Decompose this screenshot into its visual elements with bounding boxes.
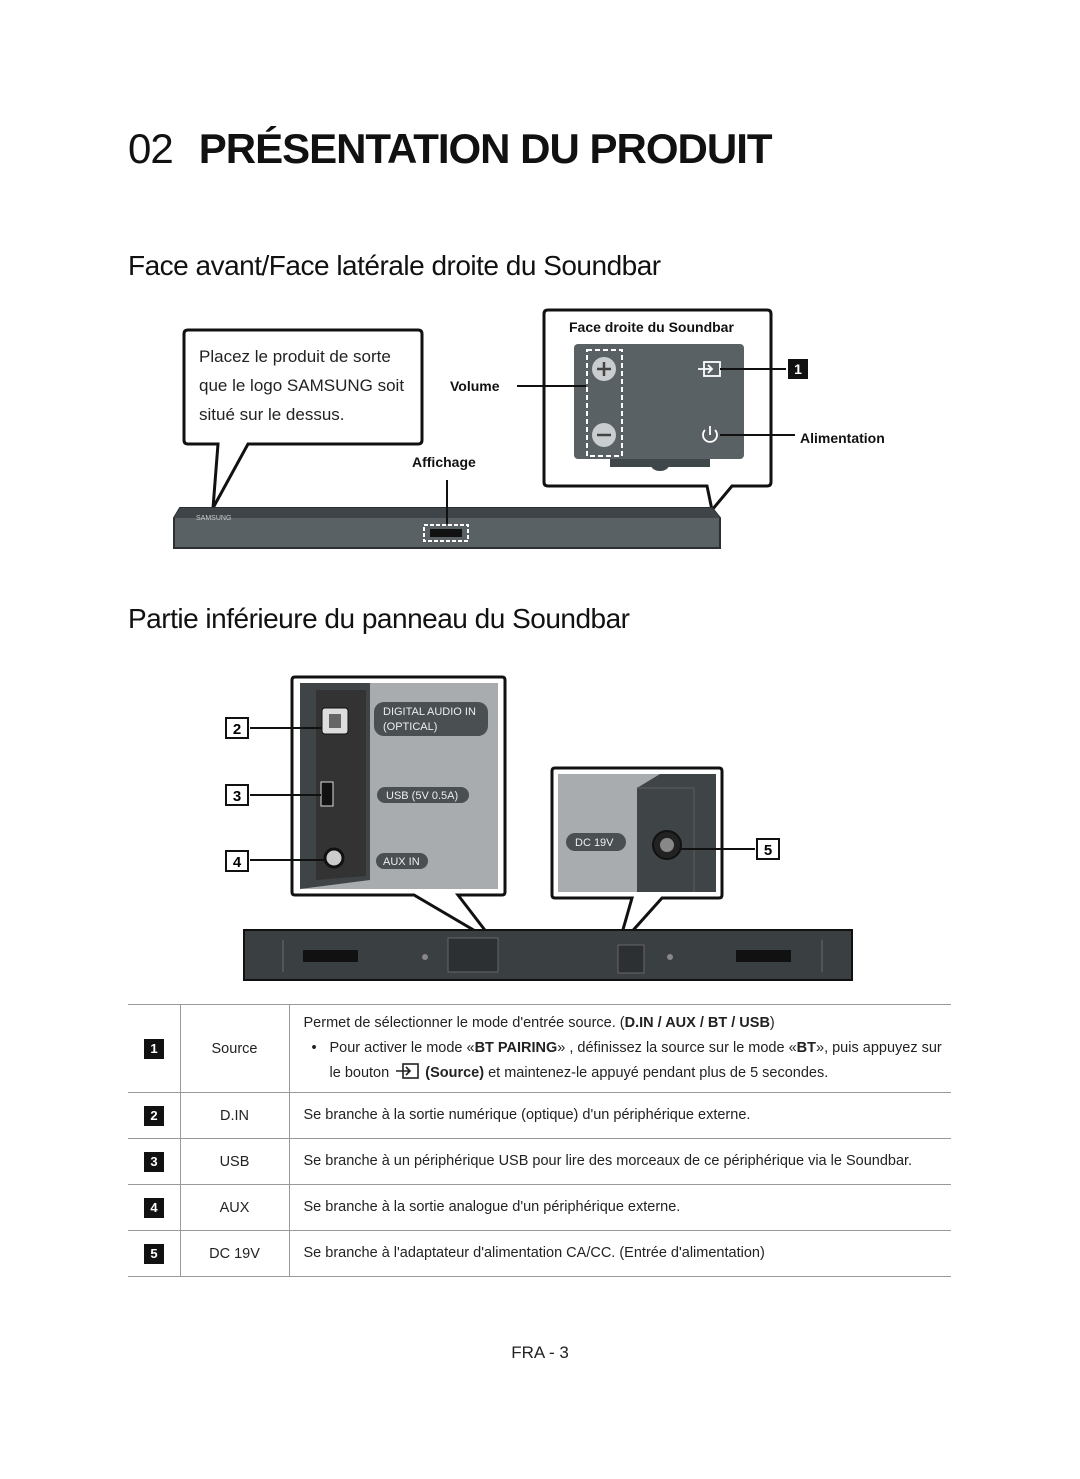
row-desc: Se branche à la sortie analogue d'un pér…: [289, 1184, 951, 1231]
row-desc: Se branche à l'adaptateur d'alimentation…: [289, 1230, 951, 1277]
row-name: Source: [180, 1004, 290, 1093]
svg-text:4: 4: [233, 854, 242, 871]
usb-label-badge: [377, 787, 469, 803]
label-alimentation: Alimentation: [800, 430, 885, 446]
row-number: 4: [144, 1197, 164, 1218]
marker-3: 3: [225, 784, 249, 806]
samsung-logo: SAMSUNG: [196, 515, 231, 522]
display-window: [430, 529, 462, 537]
section-title-bottom: Partie inférieure du panneau du Soundbar: [128, 603, 630, 634]
svg-text:AUX IN: AUX IN: [383, 856, 420, 868]
svg-text:DIGITAL AUDIO IN: DIGITAL AUDIO IN: [383, 706, 476, 718]
marker-1: [788, 359, 808, 379]
row-number: 2: [144, 1105, 164, 1126]
row-desc: Se branche à la sortie numérique (optiqu…: [289, 1092, 951, 1139]
marker-2: 2: [225, 717, 249, 739]
power-icon: [702, 426, 718, 443]
row-name: DC 19V: [180, 1230, 290, 1277]
svg-text:DC 19V: DC 19V: [575, 837, 614, 849]
label-affichage: Affichage: [412, 454, 476, 470]
table-row: 5 DC 19V Se branche à l'adaptateur d'ali…: [128, 1230, 951, 1277]
side-panel-title: Face droite du Soundbar: [569, 319, 734, 335]
display-highlight: [423, 524, 469, 542]
dc-label-badge: [566, 833, 626, 851]
label-volume: Volume: [450, 378, 500, 394]
marker-5: 5: [756, 838, 780, 860]
side-panel: [574, 344, 744, 459]
svg-text:2: 2: [233, 721, 241, 738]
aux-port-icon: [323, 847, 345, 869]
row-desc: Se branche à un périphérique USB pour li…: [289, 1138, 951, 1185]
front-diagram: 1 SAMSUNG: [173, 308, 808, 549]
chapter-title-text: PRÉSENTATION DU PRODUIT: [198, 125, 773, 172]
callout-bubble: [182, 328, 424, 509]
section-title-front: Face avant/Face latérale droite du Sound…: [128, 250, 661, 281]
svg-text:5: 5: [764, 842, 772, 859]
chapter-number: 02: [128, 125, 174, 172]
svg-text:USB (5V 0.5A): USB (5V 0.5A): [386, 790, 458, 802]
optical-label-badge: [374, 702, 488, 736]
svg-text:(OPTICAL): (OPTICAL): [383, 721, 437, 733]
row-number: 1: [144, 1038, 164, 1059]
volume-highlight: [586, 349, 623, 457]
svg-text:1: 1: [794, 361, 802, 377]
row-desc: Permet de sélectionner le mode d'entrée …: [289, 1004, 951, 1093]
row-name: AUX: [180, 1184, 290, 1231]
spec-table: 1 Source Permet de sélectionner le mode …: [128, 1004, 951, 1277]
chapter-title: 02 PRÉSENTATION DU PRODUIT: [128, 125, 773, 173]
marker-4: 4: [225, 850, 249, 872]
bottom-diagram: DIGITAL AUDIO IN (OPTICAL) USB (5V 0.5A)…: [225, 675, 853, 981]
table-row: 4 AUX Se branche à la sortie analogue d'…: [128, 1184, 951, 1231]
table-row: 1 Source Permet de sélectionner le mode …: [128, 1004, 951, 1093]
table-row: 2 D.IN Se branche à la sortie numérique …: [128, 1092, 951, 1139]
callout-text: Placez le produit de sorte que le logo S…: [199, 347, 405, 424]
page-number: FRA - 3: [511, 1343, 569, 1362]
row-number: 5: [144, 1243, 164, 1264]
row-number: 3: [144, 1151, 164, 1172]
aux-label-badge: [376, 853, 428, 869]
row-name: USB: [180, 1138, 290, 1185]
table-row: 3 USB Se branche à un périphérique USB p…: [128, 1138, 951, 1185]
usb-port-icon: [320, 781, 334, 807]
source-button-icon: [396, 1063, 420, 1079]
row-name: D.IN: [180, 1092, 290, 1139]
svg-text:3: 3: [233, 788, 241, 805]
